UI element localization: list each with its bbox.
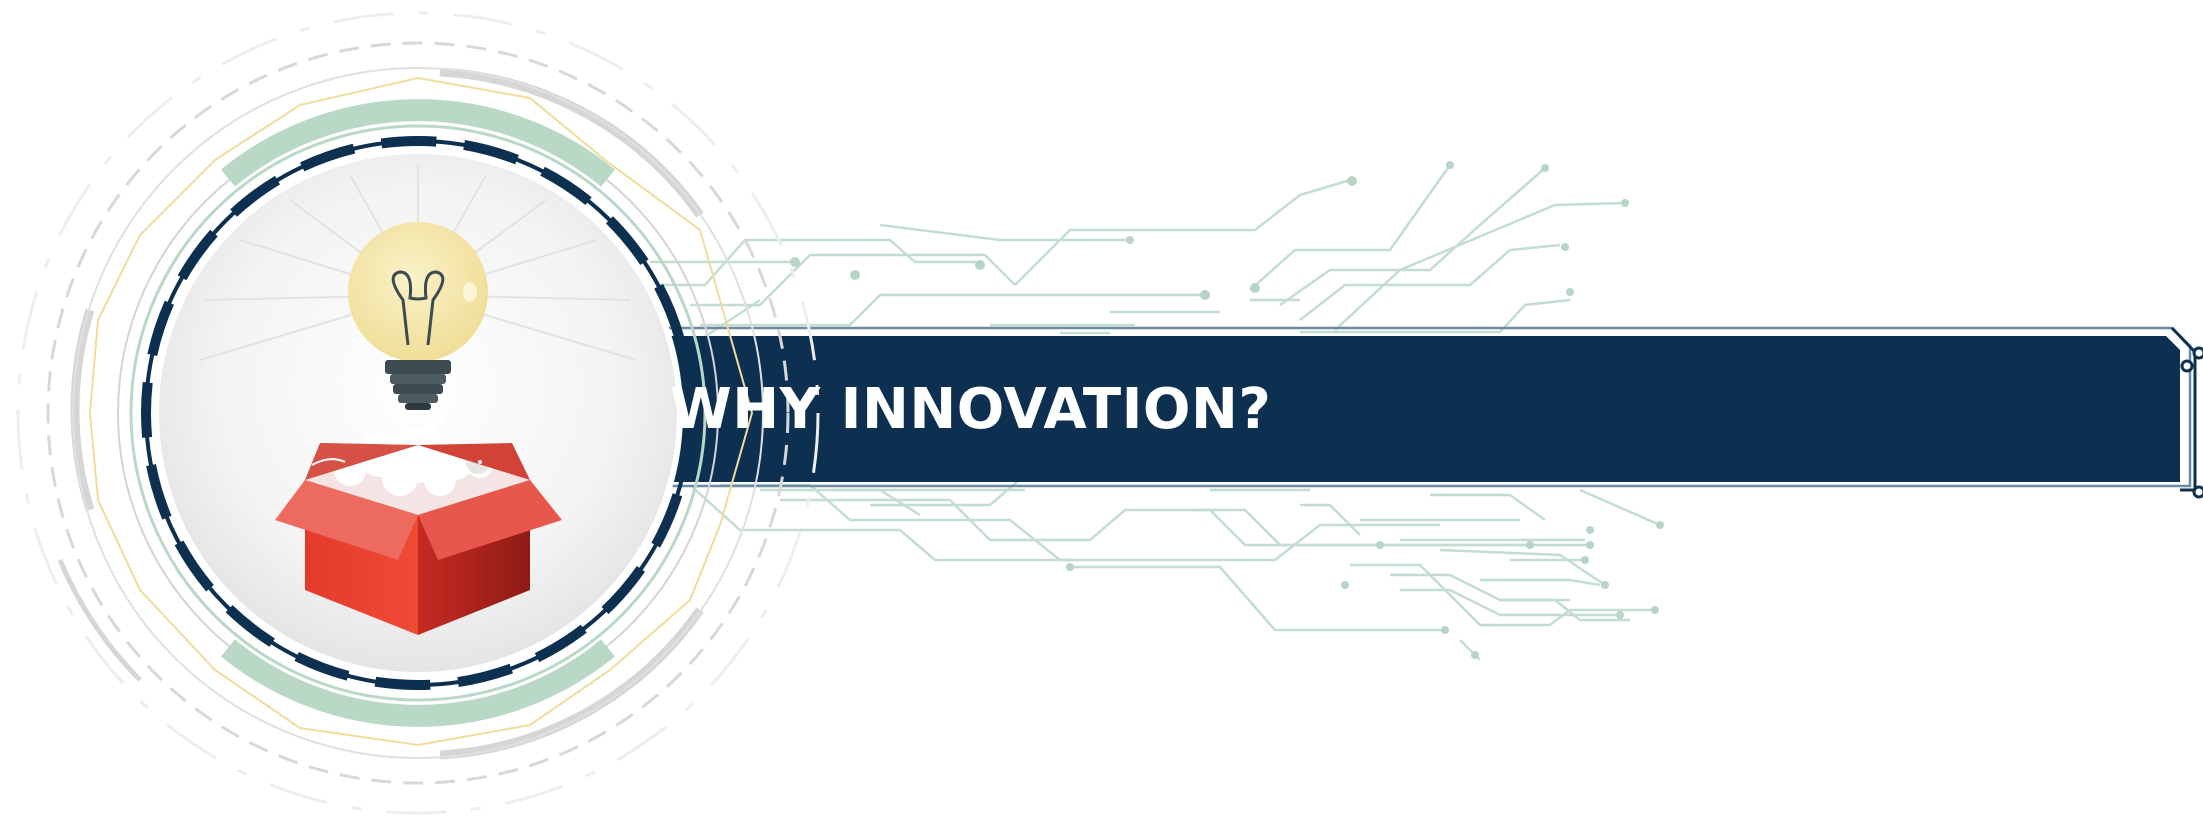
page-title: WHY INNOVATION? [670, 377, 1272, 442]
hero-disc [153, 148, 683, 678]
open-box-icon [275, 415, 562, 635]
lightbulb-icon [348, 222, 488, 410]
tech-rings [16, 11, 820, 815]
circuit-traces [650, 164, 1661, 661]
